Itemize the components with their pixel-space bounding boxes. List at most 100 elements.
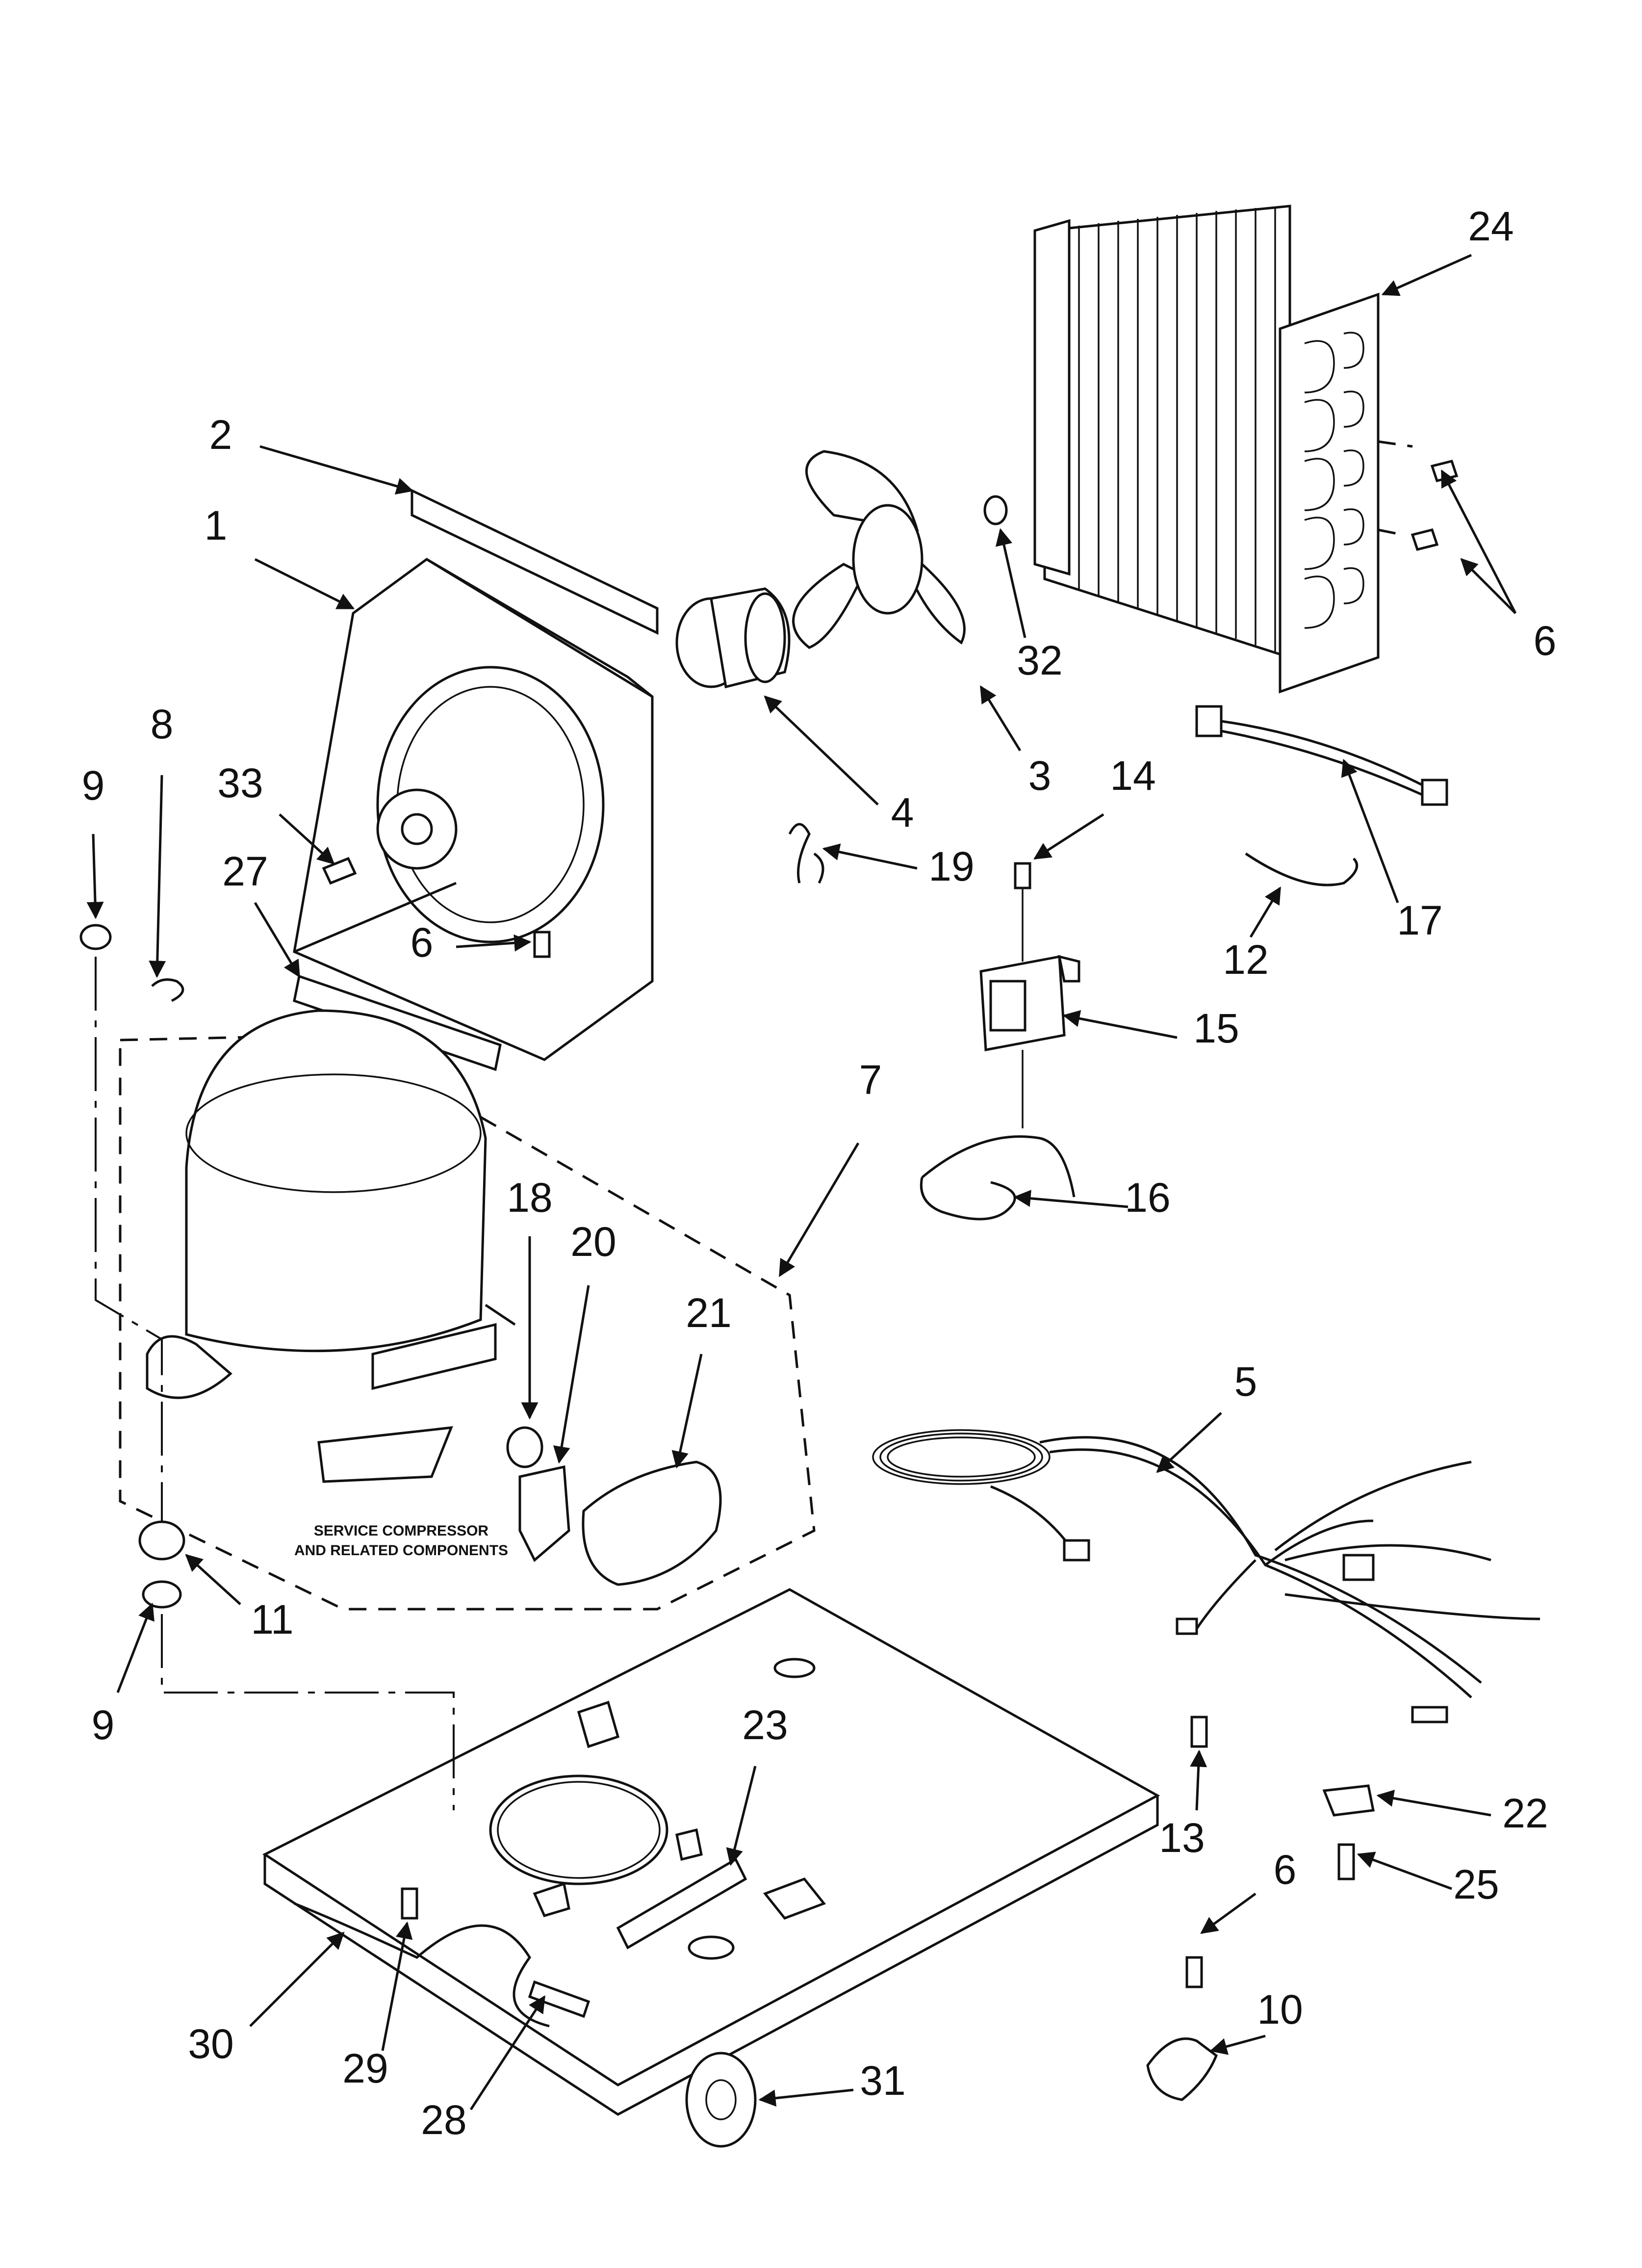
- relay-part: [518, 1465, 570, 1562]
- clip-22-part: [1322, 1784, 1375, 1817]
- leader-line-6: [1200, 1892, 1257, 1934]
- leader-line-7: [778, 1142, 860, 1277]
- callout-6: 6: [1534, 618, 1557, 664]
- callout-13: 13: [1159, 1815, 1205, 1861]
- leader-line-30: [249, 1931, 345, 2027]
- leader-line-2: [259, 445, 414, 495]
- leader-line-6: [456, 934, 532, 952]
- callout-7: 7: [859, 1057, 882, 1103]
- leader-line-32: [995, 528, 1026, 638]
- callout-31: 31: [860, 2058, 905, 2104]
- callout-3: 3: [1028, 753, 1052, 799]
- rod-part: [294, 1902, 550, 2028]
- alignment-line-left: [95, 957, 163, 1521]
- bolt-part: [528, 1980, 590, 2018]
- callout-25: 25: [1453, 1861, 1499, 1907]
- leader-line-13: [1190, 1749, 1207, 1811]
- leader-line-9: [86, 834, 104, 919]
- leader-lines: [86, 254, 1517, 2111]
- leader-line-31: [758, 2088, 854, 2107]
- fan-shroud-part: [293, 557, 654, 1061]
- alignment-line-bottom: [161, 1614, 455, 1810]
- callout-6: 6: [410, 919, 434, 965]
- callout-4: 4: [891, 789, 914, 835]
- callout-14: 14: [1110, 753, 1155, 799]
- leader-line-8: [149, 775, 166, 978]
- leader-line-25: [1357, 1851, 1452, 1890]
- screw-25-part: [1337, 1843, 1355, 1880]
- leader-line-29: [381, 1921, 413, 2051]
- compressor-part: [146, 1009, 516, 1483]
- washer-32-part: [983, 495, 1008, 525]
- gasket-strip-part: [410, 489, 659, 635]
- note-line-1: SERVICE COMPRESSOR: [314, 1523, 489, 1539]
- leader-line-19: [822, 843, 918, 870]
- dryer-part: [616, 1857, 747, 1950]
- condenser-screws: [1378, 440, 1459, 551]
- callout-5: 5: [1234, 1358, 1257, 1405]
- condenser-part: [1033, 205, 1380, 694]
- callout-15: 15: [1193, 1005, 1239, 1051]
- callout-10: 10: [1257, 1986, 1303, 2033]
- fan-motor-part: [675, 587, 791, 689]
- callout-27: 27: [222, 848, 268, 894]
- callout-24: 24: [1468, 203, 1514, 249]
- note-line-2: AND RELATED COMPONENTS: [294, 1542, 508, 1559]
- leader-line-33: [279, 813, 335, 865]
- leader-line-11: [185, 1554, 241, 1605]
- callout-32: 32: [1017, 637, 1062, 683]
- solenoid-part: [979, 955, 1080, 1051]
- leader-line-10: [1209, 2034, 1266, 2055]
- leader-line-17: [1341, 758, 1399, 903]
- callout-33: 33: [217, 760, 263, 806]
- callout-9: 9: [82, 762, 105, 808]
- leader-line-5: [1156, 1412, 1222, 1473]
- callout-6: 6: [1534, 618, 1557, 664]
- leader-line-12: [1249, 886, 1282, 938]
- callout-20: 20: [570, 1219, 616, 1265]
- callout-29: 29: [342, 2045, 388, 2091]
- leader-line-20: [553, 1285, 590, 1464]
- leader-line-24: [1381, 254, 1472, 296]
- leader-line-9: [116, 1602, 154, 1693]
- leader-line-23: [726, 1766, 757, 1866]
- part-8: [151, 978, 184, 1002]
- callout-12: 12: [1223, 937, 1268, 983]
- callout-28: 28: [421, 2097, 466, 2143]
- callout-9: 9: [92, 1702, 115, 1748]
- leader-line-6: [1440, 469, 1517, 614]
- screw-33-part: [322, 857, 357, 885]
- callout-22: 22: [1502, 1790, 1548, 1836]
- callout-16: 16: [1125, 1174, 1170, 1221]
- leader-line-1: [254, 558, 355, 610]
- callout-17: 17: [1397, 897, 1442, 943]
- relay-cover-part: [582, 1460, 722, 1586]
- tube-inner: [1245, 852, 1359, 886]
- leader-line-15: [1062, 1010, 1178, 1039]
- callout-21: 21: [686, 1290, 731, 1336]
- clip-part: [788, 823, 824, 884]
- wheel-part: [685, 2052, 757, 2148]
- leader-line-6: [1460, 558, 1516, 614]
- fan-blade-part: [792, 450, 966, 649]
- harness-17-part: [1195, 705, 1448, 806]
- callout-8: 8: [151, 701, 174, 747]
- screw-13-part: [1190, 1716, 1208, 1748]
- leader-line-3: [979, 685, 1022, 752]
- callout-1: 1: [205, 502, 228, 548]
- callout-11: 11: [251, 1596, 293, 1642]
- callout-2: 2: [209, 412, 232, 458]
- callout-6: 6: [1274, 1847, 1297, 1893]
- leader-line-14: [1033, 813, 1104, 860]
- callout-labels: 1234566667899101112131415161718192021222…: [82, 203, 1557, 2143]
- callout-23: 23: [742, 1702, 788, 1748]
- bracket-16-part: [920, 1135, 1076, 1221]
- leader-line-4: [764, 695, 879, 806]
- leader-line-22: [1376, 1790, 1491, 1817]
- callout-18: 18: [507, 1174, 552, 1221]
- base-pan-part: [262, 1588, 1160, 2116]
- screw-14-part: [1014, 862, 1031, 889]
- callout-19: 19: [928, 843, 974, 889]
- grommet-part: [79, 924, 185, 1609]
